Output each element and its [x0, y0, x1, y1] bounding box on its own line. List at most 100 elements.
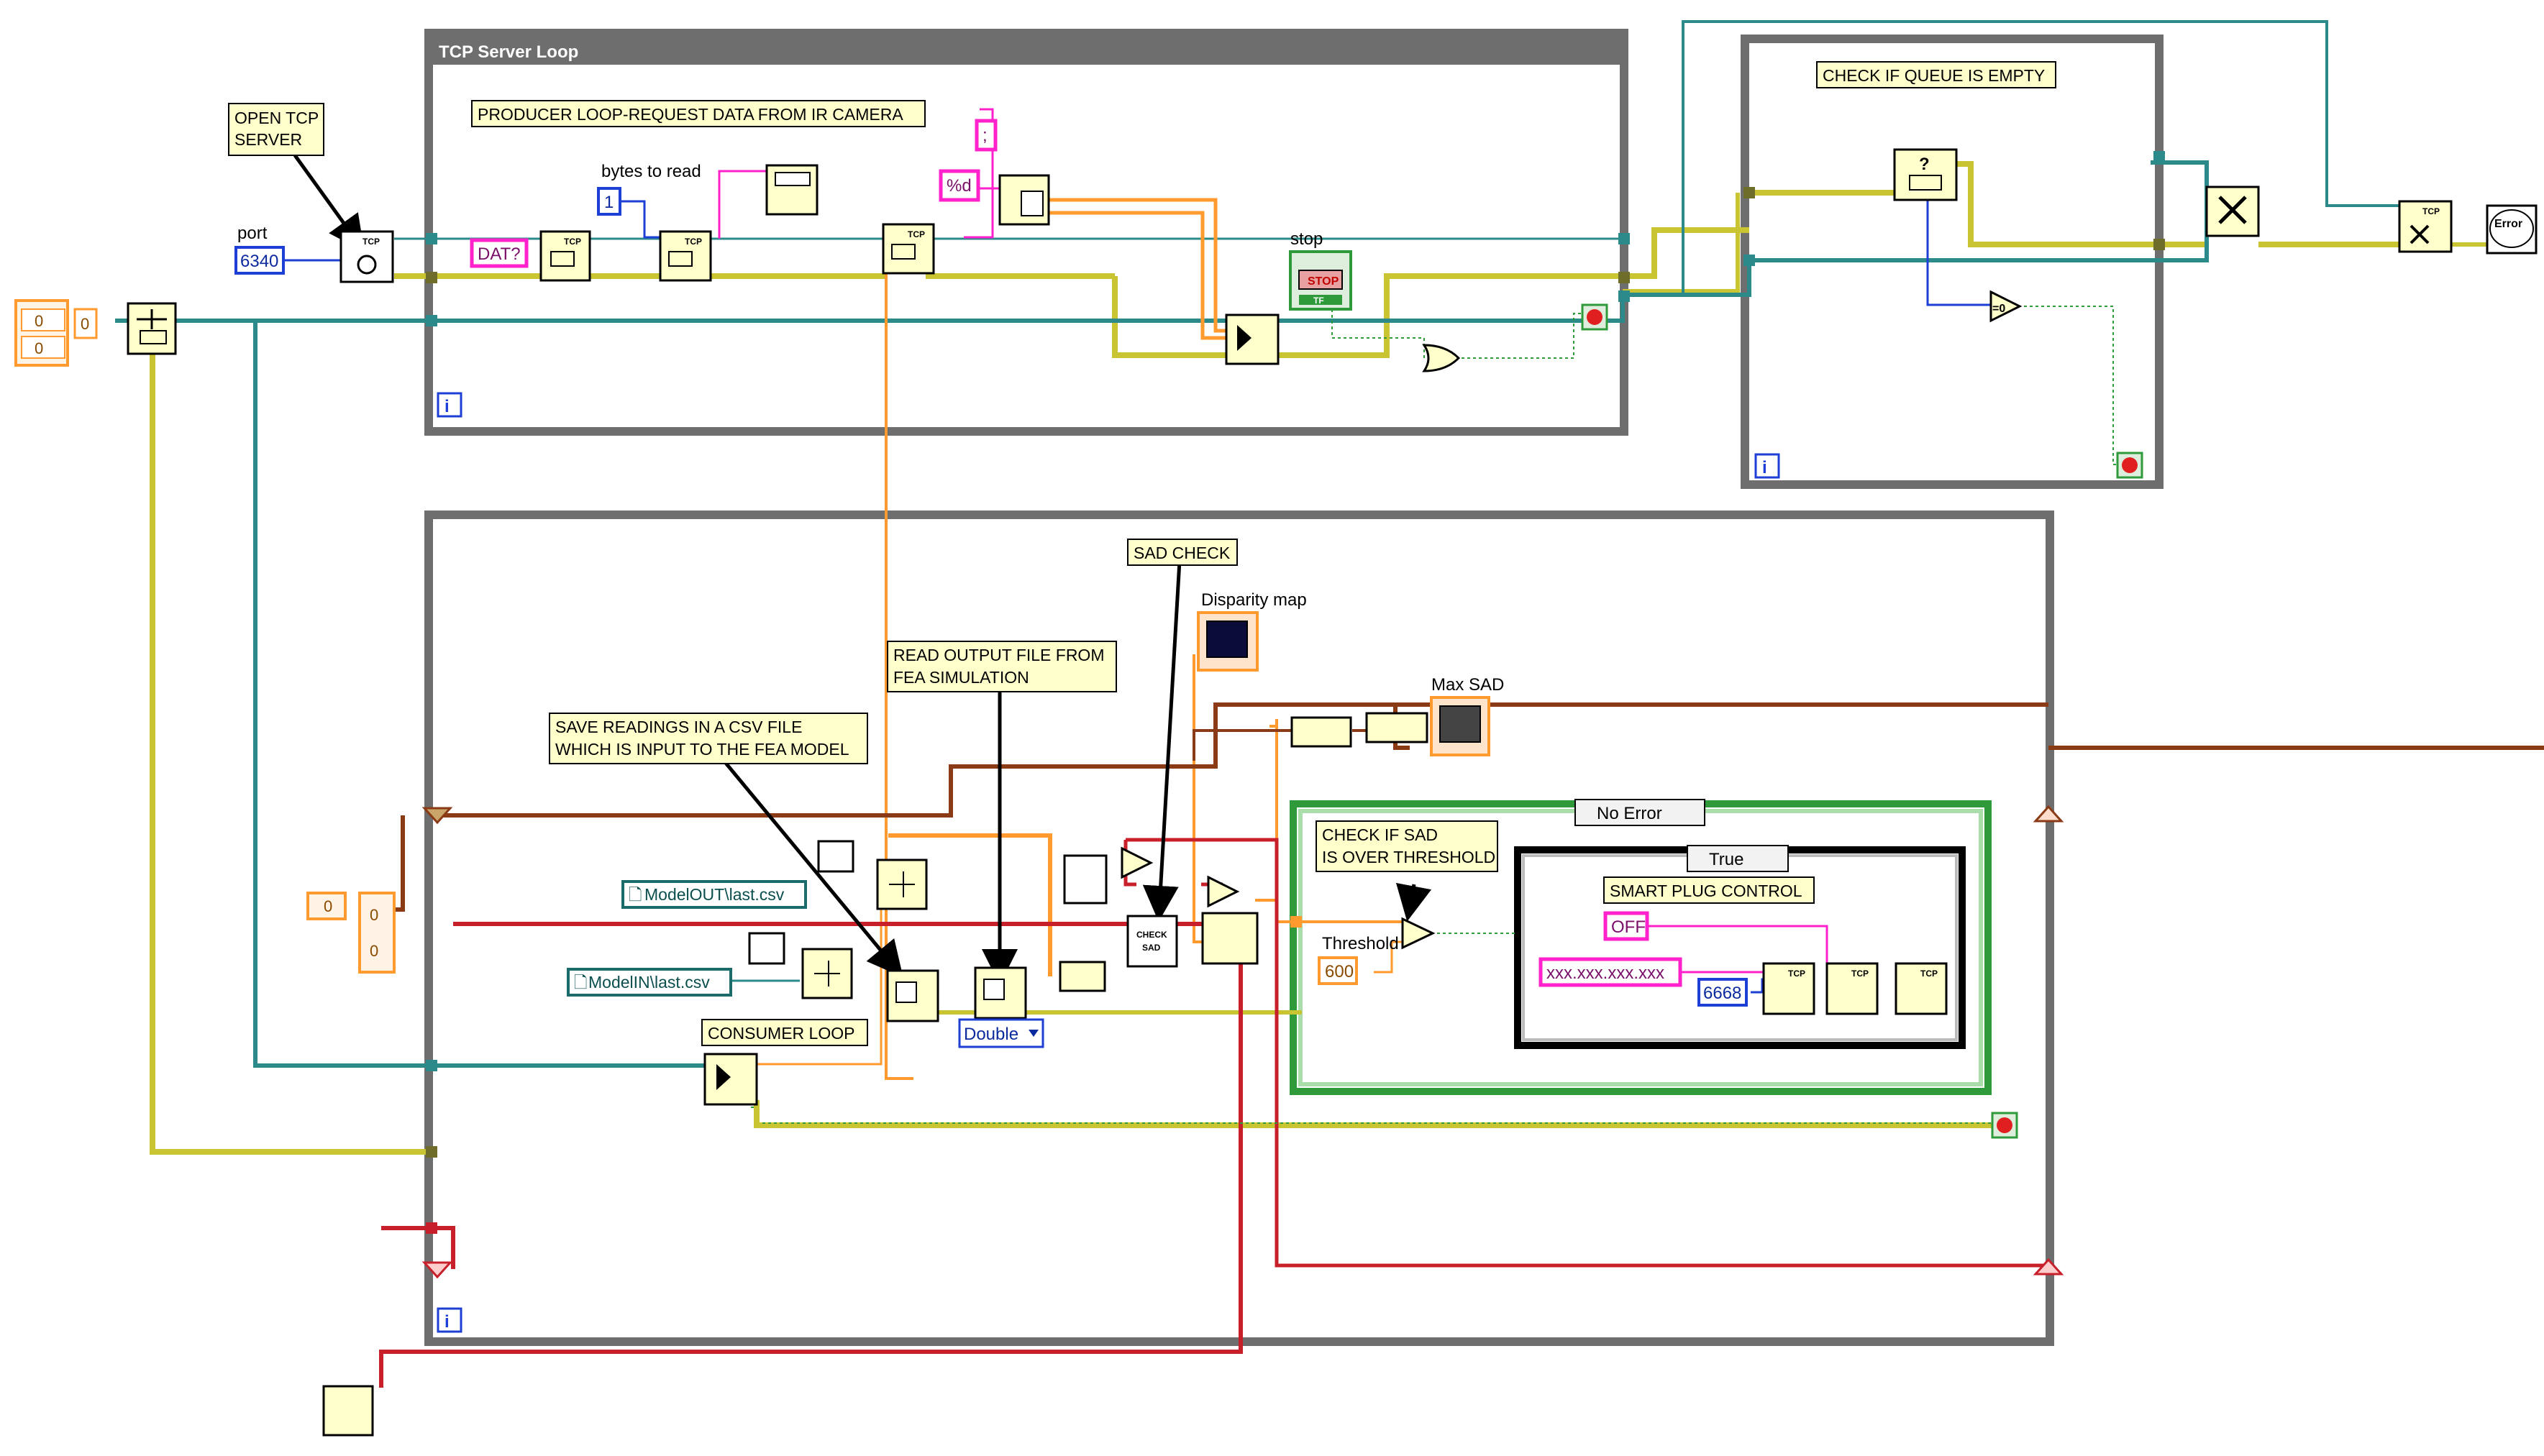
tcp-close-node[interactable]: TCP — [2398, 200, 2453, 253]
loop-stop-terminal-top[interactable] — [1581, 303, 1608, 331]
svg-text:;: ; — [983, 126, 988, 145]
index-array-node[interactable] — [1059, 961, 1106, 992]
tcp-read-node[interactable]: TCP — [659, 230, 712, 282]
max-sad-label: Max SAD — [1431, 675, 1504, 695]
svg-text:STOP: STOP — [1308, 275, 1339, 288]
build-path-node-out[interactable] — [876, 859, 928, 910]
write-spreadsheet-node[interactable] — [886, 969, 939, 1022]
subtract-node-1[interactable] — [1121, 846, 1154, 879]
model-out-path-constant[interactable]: 🗋 ModelOUT\last.csv — [621, 880, 807, 909]
disparity-map-indicator[interactable] — [1197, 611, 1259, 672]
bytes-to-read-constant[interactable]: 1 — [597, 187, 621, 216]
svg-text:🗋: 🗋 — [629, 885, 642, 904]
dequeue-element-node[interactable] — [703, 1053, 758, 1106]
or-node[interactable] — [1422, 344, 1461, 372]
svg-text:SERVER: SERVER — [234, 130, 302, 149]
svg-text:OFF: OFF — [1611, 917, 1646, 937]
release-queue-node[interactable] — [2205, 186, 2260, 237]
svg-text:TCP: TCP — [363, 237, 380, 247]
cluster-constant-bottom[interactable]: 0 0 0 — [306, 892, 396, 974]
loop-stop-terminal-queue[interactable] — [2116, 452, 2143, 479]
tcp-read-data-node[interactable]: TCP — [882, 223, 935, 275]
type-cast-node[interactable] — [765, 164, 819, 216]
note-sad-check: SAD CHECK — [1127, 539, 1238, 566]
plug-port-constant[interactable]: 6668 — [1697, 978, 1748, 1007]
error-case-structure: No Error — [1290, 799, 1992, 1095]
svg-text:CHECK IF SAD: CHECK IF SAD — [1322, 825, 1438, 844]
format-string-constant[interactable]: %d — [939, 169, 980, 202]
enqueue-element-node[interactable] — [1225, 313, 1280, 365]
svg-text:600: 600 — [1325, 962, 1354, 981]
subtract-node-2[interactable] — [1207, 875, 1240, 908]
port-constant[interactable]: 6340 — [234, 246, 285, 275]
svg-text:OPEN TCP: OPEN TCP — [234, 109, 319, 127]
svg-text:0: 0 — [324, 897, 332, 915]
get-queue-status-node[interactable]: ? — [1893, 148, 1958, 201]
check-sad-node[interactable]: CHECK SAD — [1126, 915, 1178, 968]
tunnels — [421, 151, 2165, 1279]
error-cluster-constant[interactable] — [322, 1385, 374, 1437]
array-max-node[interactable] — [1201, 912, 1259, 965]
svg-text:PRODUCER LOOP-REQUEST DATA FRO: PRODUCER LOOP-REQUEST DATA FROM IR CAMER… — [478, 105, 903, 124]
svg-text:1: 1 — [604, 193, 614, 212]
threshold-constant[interactable]: 600 — [1318, 956, 1358, 985]
bytes-to-read-label: bytes to read — [601, 162, 701, 181]
svg-text:xxx.xxx.xxx.xxx: xxx.xxx.xxx.xxx — [1546, 963, 1664, 983]
bool-case-structure: True — [1514, 845, 1966, 1049]
tcp-write-plug-node[interactable]: TCP — [1825, 962, 1879, 1015]
svg-text:0: 0 — [370, 942, 378, 960]
tcp-server-loop-title: TCP Server Loop — [439, 42, 578, 62]
bundle-nodes[interactable] — [1290, 712, 1428, 748]
svg-text:TCP: TCP — [685, 237, 702, 247]
note-producer-loop: PRODUCER LOOP-REQUEST DATA FROM IR CAMER… — [471, 100, 926, 127]
separator-constant[interactable]: ; — [975, 119, 998, 152]
max-sad-indicator[interactable] — [1430, 696, 1490, 756]
dat-string-constant[interactable]: DAT? — [470, 238, 529, 268]
simple-error-handler-node[interactable]: Error — [2486, 204, 2538, 255]
read-spreadsheet-node[interactable] — [974, 966, 1027, 1020]
svg-text:ModelOUT\last.csv: ModelOUT\last.csv — [644, 885, 785, 904]
svg-text:DAT?: DAT? — [478, 244, 521, 264]
tcp-write-node[interactable]: TCP — [539, 230, 591, 282]
svg-text:🗋: 🗋 — [574, 973, 588, 992]
svg-text:IS OVER THRESHOLD: IS OVER THRESHOLD — [1322, 848, 1495, 866]
tcp-listen-node[interactable]: TCP — [339, 230, 394, 283]
array-size-node[interactable] — [1063, 854, 1108, 905]
svg-text:CONSUMER LOOP: CONSUMER LOOP — [708, 1024, 854, 1043]
svg-text:TCP: TCP — [1788, 969, 1805, 979]
model-in-path-constant[interactable]: 🗋 ModelIN\last.csv — [567, 968, 732, 997]
ip-address-constant[interactable]: xxx.xxx.xxx.xxx — [1538, 957, 1682, 987]
note-save-readings: SAVE READINGS IN A CSV FILE WHICH IS INP… — [549, 713, 868, 764]
svg-text:0: 0 — [370, 906, 378, 924]
spreadsheet-string-to-array-node[interactable] — [998, 174, 1050, 226]
note-open-tcp: OPEN TCP SERVER — [228, 103, 324, 156]
svg-text:%d: %d — [947, 176, 972, 196]
equal-zero-node[interactable]: =0 — [1989, 290, 2023, 323]
loop-stop-terminal-consumer[interactable] — [1991, 1112, 2018, 1139]
svg-text:SAD CHECK: SAD CHECK — [1134, 544, 1231, 562]
greater-than-node[interactable] — [1401, 917, 1436, 950]
svg-text:TCP: TCP — [1920, 969, 1938, 979]
tcp-open-node[interactable]: TCP — [1762, 962, 1815, 1015]
svg-text:READ OUTPUT FILE FROM: READ OUTPUT FILE FROM — [893, 646, 1105, 664]
obtain-queue-node[interactable] — [127, 302, 177, 355]
svg-text:CHECK IF QUEUE IS EMPTY: CHECK IF QUEUE IS EMPTY — [1823, 66, 2045, 85]
wires — [115, 20, 2544, 1388]
file-path-icon-out — [817, 840, 854, 873]
port-label: port — [237, 224, 268, 243]
tcp-close-plug-node[interactable]: TCP — [1895, 962, 1948, 1015]
svg-text:CHECK: CHECK — [1136, 930, 1167, 940]
case-selector-true[interactable]: True — [1709, 850, 1743, 869]
disparity-map-label: Disparity map — [1201, 590, 1307, 610]
svg-text:0: 0 — [81, 315, 89, 333]
build-path-node-in[interactable] — [801, 948, 853, 999]
note-read-output: READ OUTPUT FILE FROM FEA SIMULATION — [887, 641, 1117, 692]
svg-text:0: 0 — [35, 339, 43, 357]
stop-label: stop — [1290, 229, 1323, 249]
stop-button[interactable]: STOP TF — [1289, 250, 1352, 311]
cluster-constant-top[interactable]: 0 0 0 — [14, 299, 98, 367]
type-selector[interactable]: Double — [958, 1018, 1044, 1048]
off-string-constant[interactable]: OFF — [1603, 911, 1649, 941]
case-selector-no-error[interactable]: No Error — [1597, 804, 1662, 823]
